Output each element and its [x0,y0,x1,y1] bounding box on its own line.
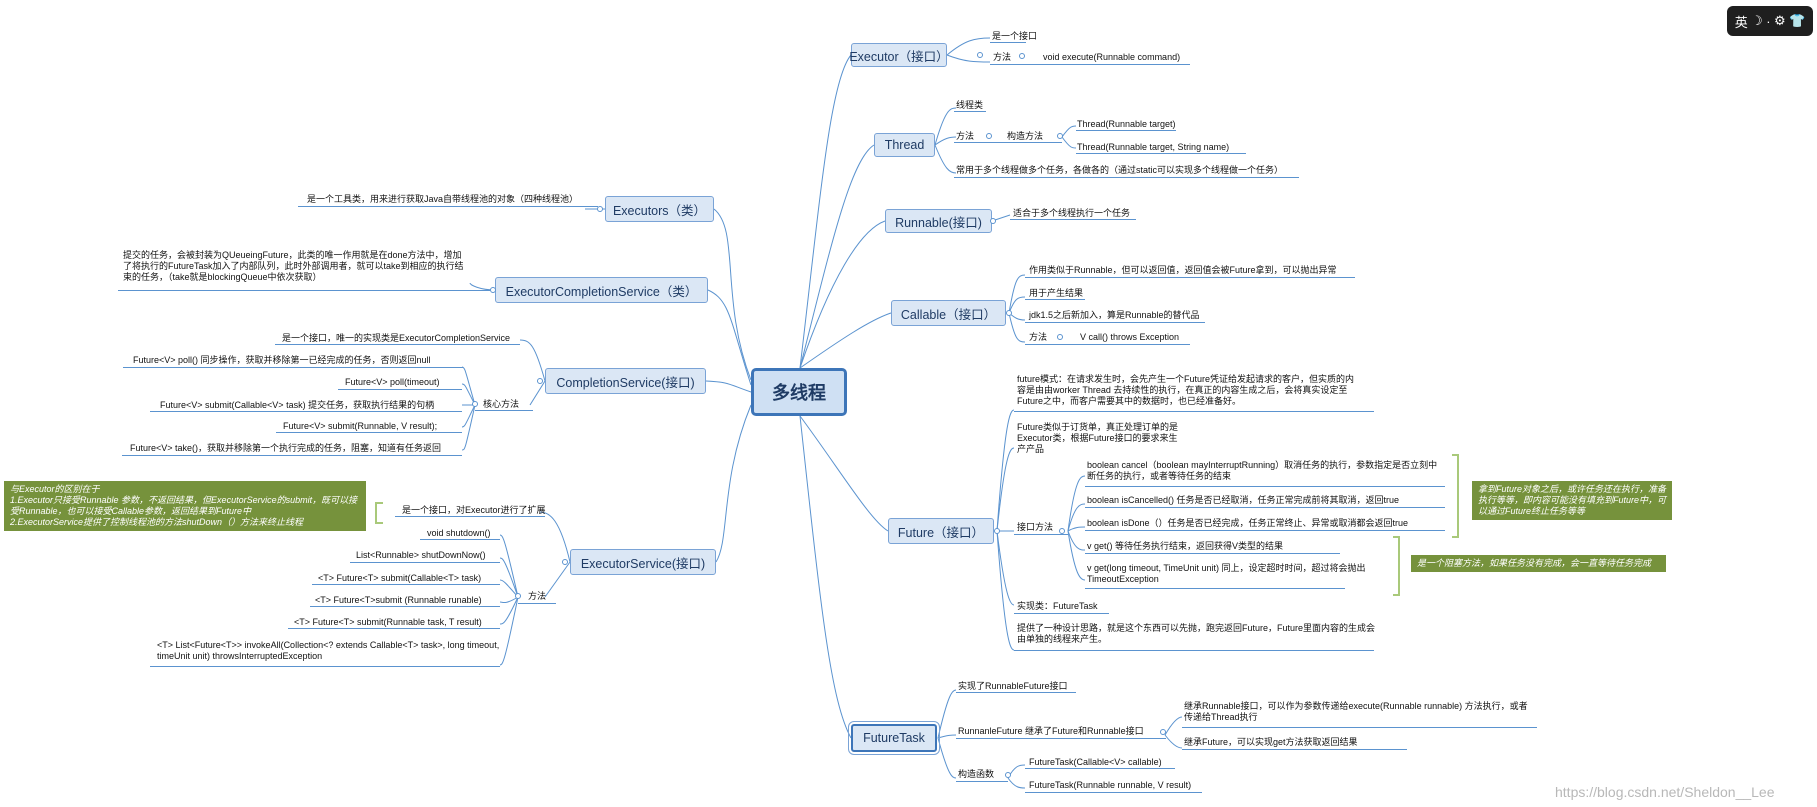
node-executor-completion-service[interactable]: ExecutorCompletionService（类） [495,277,708,303]
ecs-desc: 提交的任务，会被封装为QUeueingFuture，此类的唯一作用就是在done… [123,250,464,282]
callable-method: V call() throws Exception [1080,332,1180,342]
future-get-timeout: v get(long timeout, TimeUnit unit) 同上，设定… [1087,563,1366,584]
collapse-toggle-icon[interactable] [990,218,996,224]
collapse-toggle-icon[interactable] [1160,729,1166,735]
futuretask-ctor-1: FutureTask(Callable<V> callable) [1029,757,1162,767]
node-completion-service[interactable]: CompletionService(接口) [545,368,706,394]
runnable-desc: 适合于多个线程执行一个任务 [1013,208,1131,218]
thread-desc: 线程类 [956,100,984,110]
cs-desc: 是一个接口，唯一的实现类是ExecutorCompletionService [282,333,511,343]
es-submit-runnable: <T> Future<T>submit (Runnable runable) [315,595,482,605]
node-executor[interactable]: Executor（接口） [849,43,949,67]
future-iscancelled: boolean isCancelled() 任务是否已经取消，任务正常完成前将其… [1087,495,1400,505]
future-pattern: future模式：在请求发生时，会先产生一个Future凭证给发起请求的客户，但… [1017,374,1355,406]
cs-submit-callable: Future<V> submit(Callable<V> task) 提交任务，… [160,400,435,410]
collapse-toggle-icon[interactable] [1005,772,1011,778]
executor-method: void execute(Runnable command) [1043,52,1181,62]
futuretask-ctor-label: 构造函数 [958,769,995,779]
futuretask-impl: 实现了RunnableFuture接口 [958,681,1068,691]
executor-desc: 是一个接口 [992,31,1038,41]
dot-icon[interactable]: · [1766,13,1771,29]
executors-desc: 是一个工具类，用来进行获取Java自带线程池的对象（四种线程池） [307,194,579,204]
collapse-toggle-icon[interactable] [1006,310,1012,316]
future-note-1: 拿到Future对象之后，或许任务还在执行，准备执行等等，即内容可能没有填充到F… [1472,481,1672,520]
future-note-2: 是一个阻塞方法，如果任务没有完成，会一直等待任务完成 [1411,555,1666,572]
collapse-toggle-icon[interactable] [597,206,603,212]
callable-purpose: 用于产生结果 [1029,288,1084,298]
future-impl: 实现类：FutureTask [1017,601,1098,611]
es-submit-callable: <T> Future<T> submit(Callable<T> task) [318,573,482,583]
es-shutdown: void shutdown() [427,528,491,538]
future-design: 提供了一种设计思路，就是这个东西可以先抛，跑完返回Future，Future里面… [1017,623,1376,644]
cs-core-label: 核心方法 [483,399,520,409]
callable-desc: 作用类似于Runnable，但可以返回值，返回值会被Future拿到，可以抛出异… [1029,265,1337,275]
thread-method-label: 方法 [956,131,975,141]
futuretask-runnable: 继承Runnable接口，可以作为参数传递给execute(Runnable r… [1184,701,1528,722]
gear-icon[interactable]: ⚙ [1773,13,1786,28]
cs-submit-runnable: Future<V> submit(Runnable, V result); [283,421,438,431]
collapse-toggle-icon[interactable] [1057,133,1063,139]
future-cancel: boolean cancel（boolean mayInterruptRunni… [1087,460,1438,481]
collapse-toggle-icon[interactable] [1019,53,1025,59]
thread-constructor-label: 构造方法 [1007,131,1044,141]
es-shutdownnow: List<Runnable> shutDownNow() [356,550,486,560]
bracket [1452,454,1459,538]
shirt-icon[interactable]: 👕 [1789,13,1806,28]
executor-method-label: 方法 [993,52,1012,62]
cs-poll-timeout: Future<V> poll(timeout) [345,377,440,387]
node-callable[interactable]: Callable（接口） [891,300,1006,326]
thread-ctor-1: Thread(Runnable target) [1077,119,1176,129]
cs-poll: Future<V> poll() 同步操作，获取并移除第一已经完成的任务，否则返… [133,355,431,365]
collapse-toggle-icon[interactable] [977,52,983,58]
future-isdone: boolean isDone（）任务是否已经完成，任务正常终止、异常或取消都会返… [1087,518,1409,528]
es-invokeall: <T> List<Future<T>> invokeAll(Collection… [157,640,500,661]
node-thread[interactable]: Thread [874,133,935,157]
collapse-toggle-icon[interactable] [562,559,568,565]
future-methods-label: 接口方法 [1017,522,1054,532]
watermark: https://blog.csdn.net/Sheldon__Lee [1555,784,1775,800]
node-executor-service[interactable]: ExecutorService(接口) [570,549,716,575]
language-toggle[interactable]: 英 [1734,14,1748,30]
node-future[interactable]: Future（接口） [888,518,994,544]
node-runnable[interactable]: Runnable(接口) [885,209,992,233]
node-futuretask[interactable]: FutureTask [848,721,940,755]
collapse-toggle-icon[interactable] [537,378,543,384]
collapse-toggle-icon[interactable] [1059,528,1065,534]
input-method-toolbar[interactable]: 英 ☽ · ⚙ 👕 [1727,6,1813,36]
thread-ctor-2: Thread(Runnable target, String name) [1077,142,1230,152]
node-executors[interactable]: Executors（类） [605,196,714,222]
es-methods-label: 方法 [528,591,547,601]
thread-usage: 常用于多个线程做多个任务，各做各的（通过static可以实现多个线程做一个任务） [956,165,1284,175]
collapse-toggle-icon[interactable] [515,593,521,599]
moon-icon[interactable]: ☽ [1751,13,1763,28]
cs-take: Future<V> take()，获取并移除第一个执行完成的任务，阻塞，知道有任… [130,443,442,453]
bracket [375,502,383,524]
future-order: Future类似于订货单，真正处理订单的是Executor类，根据Future接… [1017,422,1179,454]
es-submit-runnable-result: <T> Future<T> submit(Runnable task, T re… [294,617,482,627]
collapse-toggle-icon[interactable] [472,401,478,407]
central-topic[interactable]: 多线程 [751,368,847,416]
collapse-toggle-icon[interactable] [994,528,1000,534]
callable-method-label: 方法 [1029,332,1048,342]
futuretask-ctor-2: FutureTask(Runnable runnable, V result) [1029,780,1192,790]
collapse-toggle-icon[interactable] [1057,334,1063,340]
collapse-toggle-icon[interactable] [490,287,496,293]
collapse-toggle-icon[interactable] [986,133,992,139]
bracket [1393,536,1400,596]
callable-jdk: jdk1.5之后新加入，算是Runnable的替代品 [1029,310,1200,320]
futuretask-runnablefuture: RunnanleFuture 继承了Future和Runnable接口 [958,726,1144,736]
es-desc: 是一个接口，对Executor进行了扩展 [402,505,546,515]
future-get: v get() 等待任务执行结束，返回获得V类型的结果 [1087,541,1284,551]
es-note: 与Executor的区别在于 1.Executor只接受Runnable 参数，… [4,481,366,531]
futuretask-future: 继承Future，可以实现get方法获取返回结果 [1184,737,1358,747]
